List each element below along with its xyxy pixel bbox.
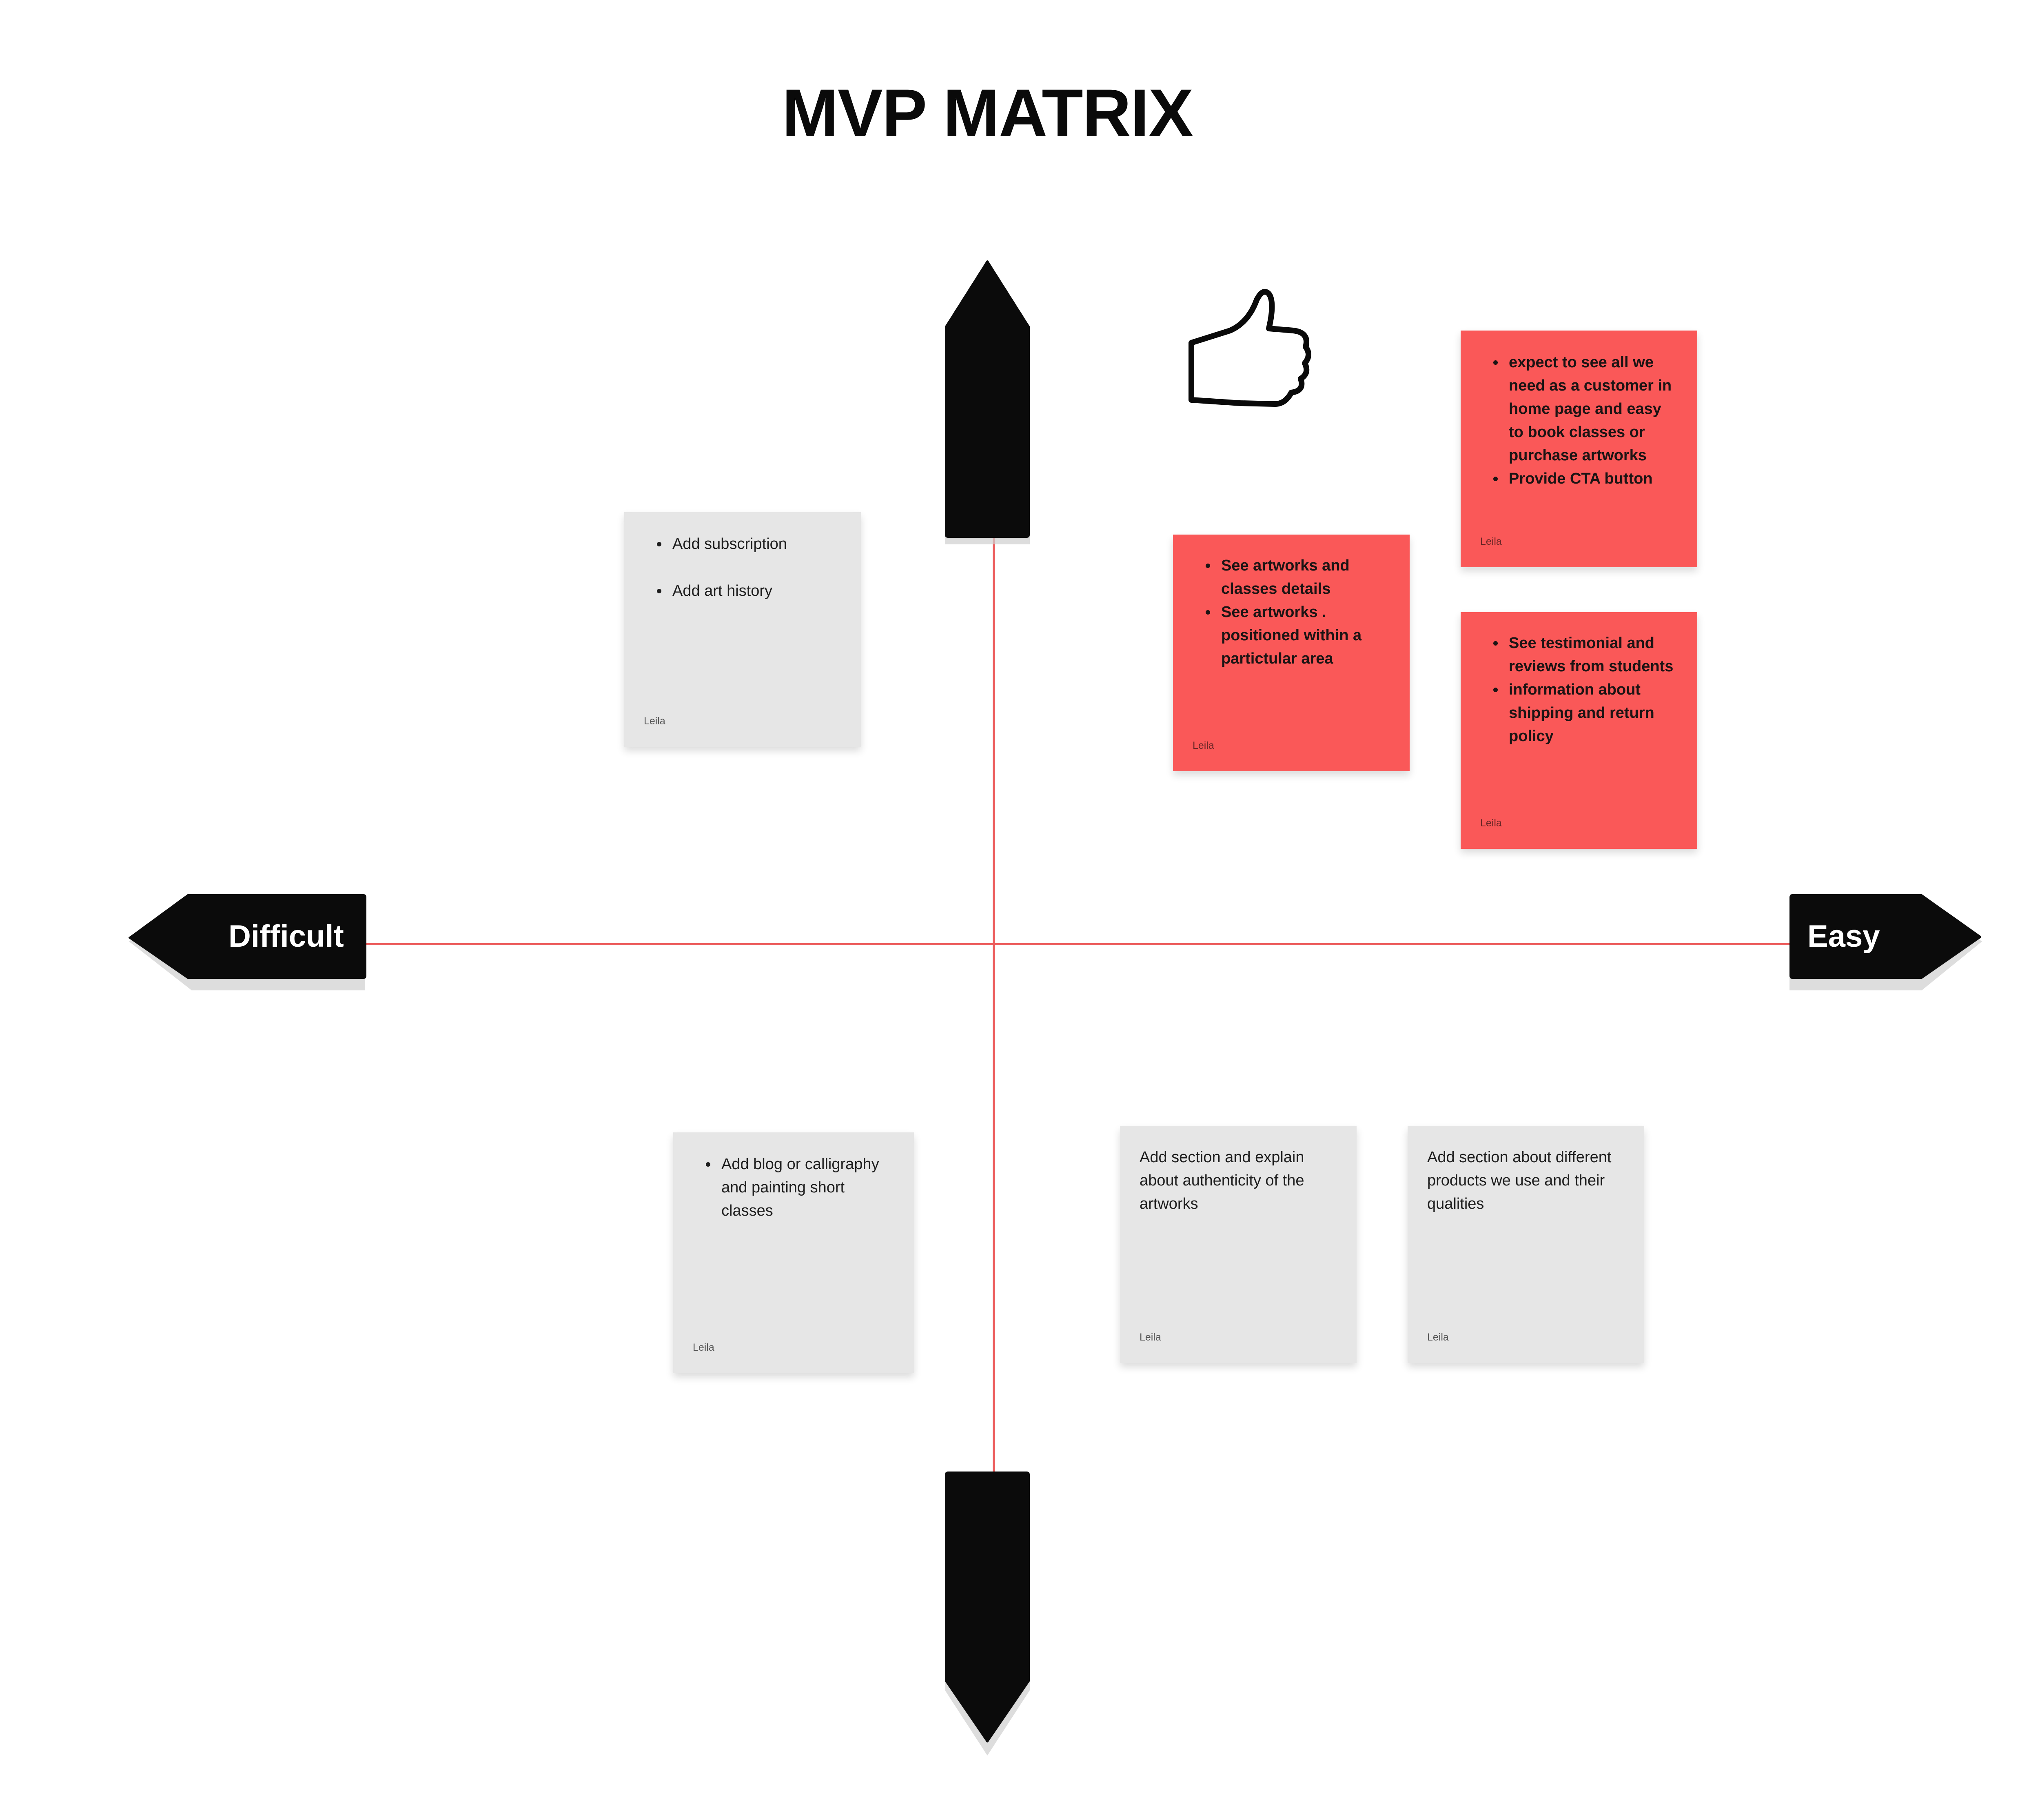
note-text: Add section about different products we … (1427, 1149, 1612, 1212)
note-list: See artworks and classes details See art… (1193, 554, 1389, 670)
difficult-arrow: Difficult (126, 892, 371, 990)
high-value-arrow: High Value (879, 257, 1032, 584)
note-list: expect to see all we need as a customer … (1480, 351, 1677, 491)
note-list: See testimonial and reviews from student… (1480, 632, 1677, 748)
note-item: Provide CTA button (1493, 467, 1677, 491)
note-item: information about shipping and return po… (1493, 678, 1677, 748)
note-item: expect to see all we need as a customer … (1493, 351, 1677, 467)
note-item: See testimonial and reviews from student… (1493, 632, 1677, 678)
low-value-label: Low Value (882, 1563, 915, 1707)
low-value-arrow: Low Value (883, 1469, 1032, 1756)
difficult-label: Difficult (228, 919, 344, 954)
sticky-note[interactable]: See testimonial and reviews from student… (1461, 612, 1697, 849)
easy-label: Easy (1807, 919, 1880, 954)
sticky-note[interactable]: See artworks and classes details See art… (1173, 535, 1410, 771)
page-title: MVP MATRIX (782, 75, 1194, 151)
note-item: Add blog or calligraphy and painting sho… (706, 1153, 894, 1223)
note-author: Leila (1193, 740, 1214, 751)
note-author: Leila (644, 715, 665, 727)
sticky-note[interactable]: Add section about different products we … (1408, 1126, 1644, 1363)
high-value-label: High Value (879, 434, 912, 585)
note-author: Leila (1140, 1332, 1161, 1343)
note-author: Leila (1480, 817, 1502, 829)
note-author: Leila (1427, 1332, 1449, 1343)
note-item: See artworks and classes details (1206, 554, 1389, 601)
note-item: Add art history (657, 579, 840, 603)
sticky-note[interactable]: Add blog or calligraphy and painting sho… (673, 1132, 914, 1373)
note-list: Add blog or calligraphy and painting sho… (693, 1153, 894, 1223)
horizontal-axis-line (363, 943, 1791, 945)
thumbs-up-icon (1187, 286, 1318, 412)
sticky-note[interactable]: expect to see all we need as a customer … (1461, 331, 1697, 567)
note-author: Leila (1480, 536, 1502, 547)
note-text: Add section and explain about authentici… (1140, 1149, 1304, 1212)
note-item: Add subscription (657, 533, 840, 556)
vertical-axis-line (993, 535, 995, 1477)
note-author: Leila (693, 1342, 714, 1353)
easy-arrow: Easy (1787, 892, 1983, 990)
note-item: See artworks . positioned within a parti… (1206, 601, 1389, 670)
sticky-note[interactable]: Add subscription Add art history Leila (624, 512, 861, 747)
sticky-note[interactable]: Add section and explain about authentici… (1120, 1126, 1357, 1363)
note-list: Add subscription Add art history (644, 533, 840, 603)
